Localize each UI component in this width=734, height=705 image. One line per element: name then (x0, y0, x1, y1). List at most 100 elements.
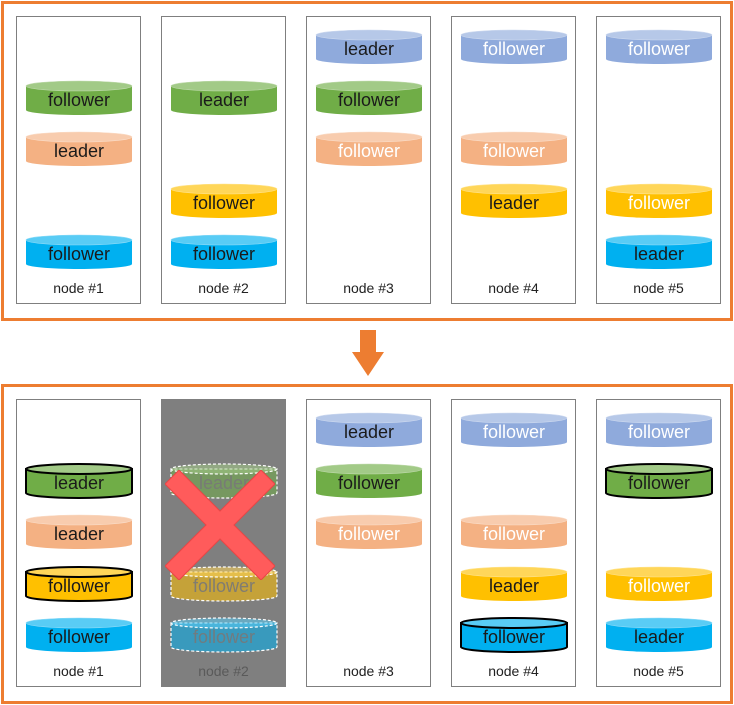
follower-disk-salmon: follower (315, 514, 423, 549)
follower-disk-yellow: follower (170, 183, 278, 218)
leader-disk-periwinkle: leader (315, 412, 423, 447)
leader-disk-yellow: leader (460, 183, 568, 218)
disk-role-label: follower (192, 627, 256, 647)
cylinder-icon (315, 412, 423, 447)
cylinder-icon (605, 234, 713, 269)
disk-role-label: leader (633, 244, 685, 264)
follower-disk-cyan: follower (170, 234, 278, 269)
node-label: node #4 (488, 280, 539, 296)
follower-disk-green: follower (605, 463, 713, 499)
follower-disk-cyan: follower (25, 234, 133, 269)
node-4: follower follower leader node #4 (451, 16, 576, 304)
cylinder-icon (170, 183, 278, 218)
disk-role-label: follower (192, 576, 256, 596)
disk-role-label: leader (198, 473, 250, 493)
disk-role-label: follower (482, 39, 546, 59)
cylinder-icon (170, 80, 278, 115)
cylinder-icon (460, 183, 568, 218)
disk-role-label: follower (627, 39, 691, 59)
cylinder-icon (315, 514, 423, 549)
disk-role-label: follower (47, 90, 111, 110)
disk-role-label: follower (627, 193, 691, 213)
cylinder-icon (605, 463, 713, 499)
follower-disk-yellow: follower (605, 183, 713, 218)
cylinder-icon (315, 29, 423, 64)
leader-disk-green: leader (170, 80, 278, 115)
node-label: node #1 (53, 663, 104, 679)
cylinder-icon (170, 234, 278, 269)
node-label: node #5 (633, 663, 684, 679)
node-1: leader leader follower follower node #1 (16, 399, 141, 687)
follower-disk-green: follower (315, 463, 423, 498)
disk-role-label: leader (343, 39, 395, 59)
disk-role-label: follower (627, 473, 691, 493)
follower-disk-periwinkle: follower (460, 412, 568, 447)
follower-disk-cyan: follower (170, 617, 278, 653)
disk-role-label: follower (482, 422, 546, 442)
cylinder-icon (315, 463, 423, 498)
cylinder-icon (25, 566, 133, 602)
disk-role-label: follower (337, 90, 401, 110)
disk-role-label: leader (488, 193, 540, 213)
node-label: node #4 (488, 663, 539, 679)
cylinder-icon (460, 566, 568, 601)
cylinder-icon (25, 463, 133, 499)
disk-role-label: leader (633, 627, 685, 647)
follower-disk-salmon: follower (315, 131, 423, 166)
cylinder-icon (460, 29, 568, 64)
disk-role-label: follower (47, 627, 111, 647)
disk-role-label: leader (343, 422, 395, 442)
follower-disk-periwinkle: follower (605, 412, 713, 447)
disk-role-label: follower (192, 193, 256, 213)
cylinder-icon (25, 617, 133, 652)
follower-disk-periwinkle: follower (605, 29, 713, 64)
cylinder-icon (25, 234, 133, 269)
node-5: follower follower follower leader node #5 (596, 399, 721, 687)
cylinder-icon (460, 617, 568, 653)
leader-disk-salmon: leader (25, 131, 133, 166)
follower-disk-yellow: follower (25, 566, 133, 602)
follower-disk-salmon: follower (460, 514, 568, 549)
cylinder-icon (605, 566, 713, 601)
disk-role-label: leader (488, 576, 540, 596)
disk-role-label: follower (627, 422, 691, 442)
leader-disk-cyan: leader (605, 617, 713, 652)
follower-disk-green: follower (25, 80, 133, 115)
cylinder-icon (25, 514, 133, 549)
disk-role-label: follower (627, 576, 691, 596)
disk-role-label: leader (53, 524, 105, 544)
node-label: node #2 (198, 663, 249, 679)
disk-role-label: follower (192, 244, 256, 264)
leader-disk-cyan: leader (605, 234, 713, 269)
cylinder-icon (605, 29, 713, 64)
disk-role-label: follower (337, 473, 401, 493)
cylinder-icon (25, 131, 133, 166)
disk-role-label: follower (482, 141, 546, 161)
leader-disk-yellow: leader (460, 566, 568, 601)
node-label: node #3 (343, 280, 394, 296)
node-label: node #5 (633, 280, 684, 296)
leader-disk-green: leader (25, 463, 133, 499)
node-4: follower follower leader follower node #4 (451, 399, 576, 687)
follower-disk-salmon: follower (460, 131, 568, 166)
cylinder-icon (605, 617, 713, 652)
cylinder-icon (25, 80, 133, 115)
cylinder-icon (460, 514, 568, 549)
cylinder-icon (605, 412, 713, 447)
down-arrow-icon (352, 330, 384, 376)
cylinder-icon (460, 412, 568, 447)
node-5: follower follower leader node #5 (596, 16, 721, 304)
disk-role-label: follower (482, 524, 546, 544)
node-3: leader follower follower node #3 (306, 16, 431, 304)
leader-disk-periwinkle: leader (315, 29, 423, 64)
follower-disk-cyan: follower (25, 617, 133, 652)
node-label: node #3 (343, 663, 394, 679)
cylinder-icon (170, 617, 278, 653)
disk-role-label: follower (482, 627, 546, 647)
follower-disk-green: follower (315, 80, 423, 115)
cylinder-icon (315, 80, 423, 115)
follower-disk-cyan: follower (460, 617, 568, 653)
